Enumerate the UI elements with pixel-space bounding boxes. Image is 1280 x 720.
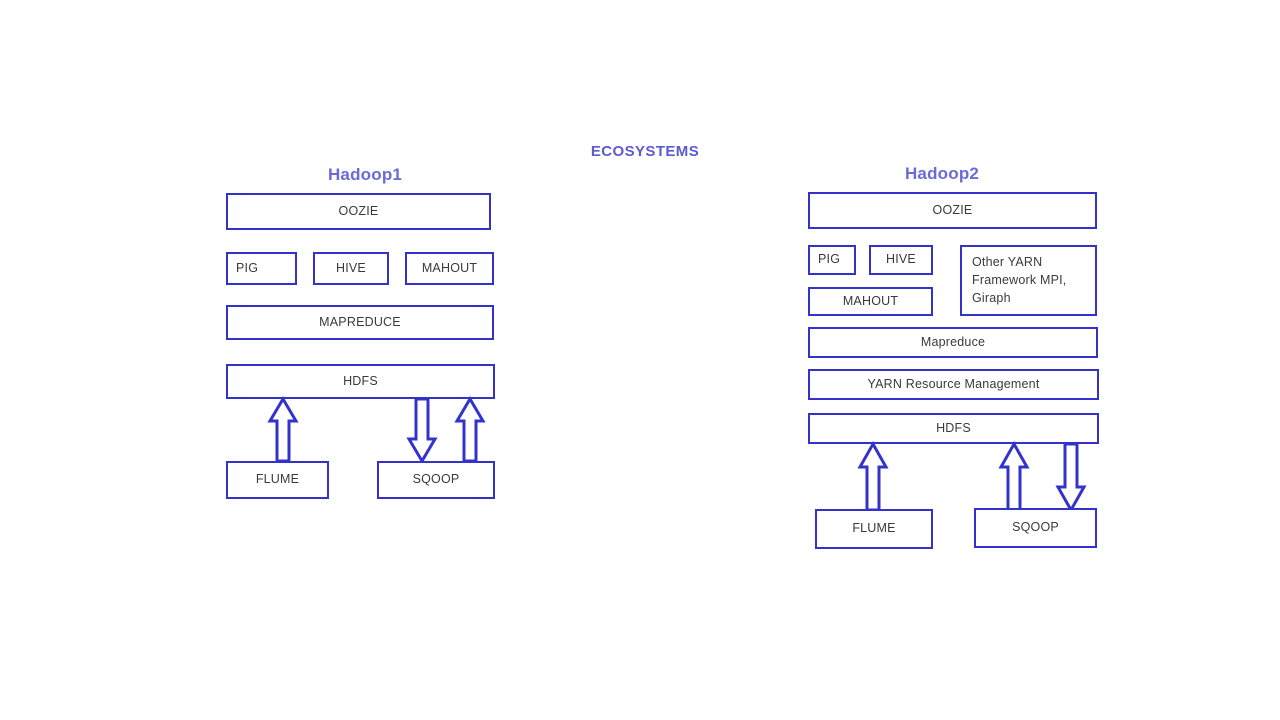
hadoop1-box-hdfs[interactable]: HDFS (226, 364, 495, 399)
hadoop1-column-title: Hadoop1 (327, 165, 403, 184)
hadoop1-box-mapreduce[interactable]: MAPREDUCE (226, 305, 494, 340)
hadoop1-box-pig[interactable]: PIG (226, 252, 297, 285)
hadoop1-arrow-flume-to-hdfs (267, 396, 299, 463)
hadoop2-arrow-flume-to-hdfs (857, 440, 889, 512)
hadoop2-box-mapreduce[interactable]: Mapreduce (808, 327, 1098, 358)
hadoop1-box-sqoop[interactable]: SQOOP (377, 461, 495, 499)
hadoop2-box-pig[interactable]: PIG (808, 245, 856, 275)
hadoop1-box-hive[interactable]: HIVE (313, 252, 389, 285)
hadoop2-box-sqoop[interactable]: SQOOP (974, 508, 1097, 548)
hadoop2-box-hdfs[interactable]: HDFS (808, 413, 1099, 444)
hadoop1-arrow-hdfs-to-sqoop (406, 397, 438, 464)
hadoop1-arrow-sqoop-to-hdfs (454, 396, 486, 463)
hadoop2-column-title: Hadoop2 (904, 164, 980, 183)
hadoop1-box-oozie[interactable]: OOZIE (226, 193, 491, 230)
hadoop1-box-mahout[interactable]: MAHOUT (405, 252, 494, 285)
hadoop1-box-flume[interactable]: FLUME (226, 461, 329, 499)
hadoop2-box-mahout[interactable]: MAHOUT (808, 287, 933, 316)
diagram-title: ECOSYSTEMS (590, 143, 700, 160)
hadoop2-box-hive[interactable]: HIVE (869, 245, 933, 275)
hadoop2-arrow-hdfs-to-sqoop (1055, 442, 1087, 514)
hadoop2-box-other-yarn-framework[interactable]: Other YARN Framework MPI, Giraph (960, 245, 1097, 316)
hadoop2-box-yarn-resource-management[interactable]: YARN Resource Management (808, 369, 1099, 400)
hadoop2-arrow-sqoop-to-hdfs (998, 440, 1030, 512)
hadoop2-box-oozie[interactable]: OOZIE (808, 192, 1097, 229)
hadoop2-box-flume[interactable]: FLUME (815, 509, 933, 549)
